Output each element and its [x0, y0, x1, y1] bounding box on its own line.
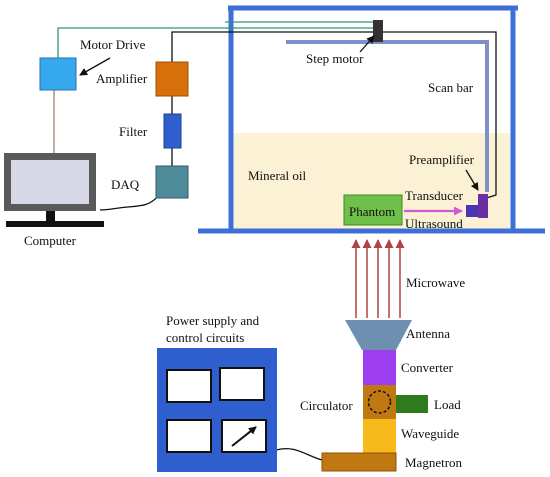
preamplifier-pointer [465, 169, 479, 191]
power-supply-box [157, 348, 277, 472]
converter-box [363, 350, 396, 385]
step-motor-box [373, 20, 383, 42]
preamplifier-box [478, 194, 488, 218]
wiring [53, 21, 497, 461]
monitor-stand [46, 211, 55, 221]
magnetron-box [321, 452, 397, 472]
daq-label: DAQ [111, 177, 140, 192]
mineral-oil-label: Mineral oil [248, 168, 307, 183]
monitor-screen [11, 160, 89, 204]
scan-bar-label: Scan bar [428, 80, 474, 95]
waveguide-label: Waveguide [401, 426, 459, 441]
preamplifier-label: Preamplifier [409, 152, 475, 167]
magnetron-label: Magnetron [405, 455, 463, 470]
antenna-horn [345, 320, 412, 350]
microwave-arrows [351, 239, 405, 318]
computer-label: Computer [24, 233, 77, 248]
keyboard-base [6, 221, 104, 227]
power-supply-panel [157, 348, 277, 472]
microwave-label: Microwave [406, 275, 465, 290]
computer-icon [4, 153, 104, 227]
waveguide-box [363, 419, 396, 453]
motor-drive-box [39, 57, 77, 91]
load-box [396, 395, 428, 413]
display-window-bottom-left [166, 419, 212, 453]
filter-label: Filter [119, 124, 148, 139]
antenna-label: Antenna [406, 326, 450, 341]
transducer-label: Transducer [405, 188, 464, 203]
display-window-top-right [219, 367, 265, 401]
phantom-label: Phantom [349, 204, 395, 219]
wire-step-motor-to-motor-drive [57, 27, 378, 58]
ultrasound-label: Ultrasound [405, 216, 463, 231]
wire-power-to-magnetron [275, 448, 323, 461]
circulator-label: Circulator [300, 398, 353, 413]
step-motor-label: Step motor [306, 51, 364, 66]
amplifier-label: Amplifier [96, 71, 148, 86]
power-supply-label-line1: Power supply and [166, 313, 260, 328]
load-label: Load [434, 397, 461, 412]
phantom-box [343, 194, 403, 226]
amplifier-box [155, 61, 189, 97]
power-supply-label-line2: control circuits [166, 330, 244, 345]
gauge-needle [231, 426, 257, 447]
amplifier-pointer [79, 57, 111, 76]
display-window-top-left [166, 369, 212, 403]
wire-amplifier-to-preamp [171, 31, 497, 201]
daq-box [155, 165, 189, 199]
circulator-ring [367, 390, 392, 414]
converter-label: Converter [401, 360, 454, 375]
filter-box [163, 113, 182, 149]
step-motor-pointer [359, 35, 375, 53]
motor-drive-label: Motor Drive [80, 37, 146, 52]
transducer-box [466, 205, 478, 217]
wire-daq-to-computer [99, 195, 159, 211]
